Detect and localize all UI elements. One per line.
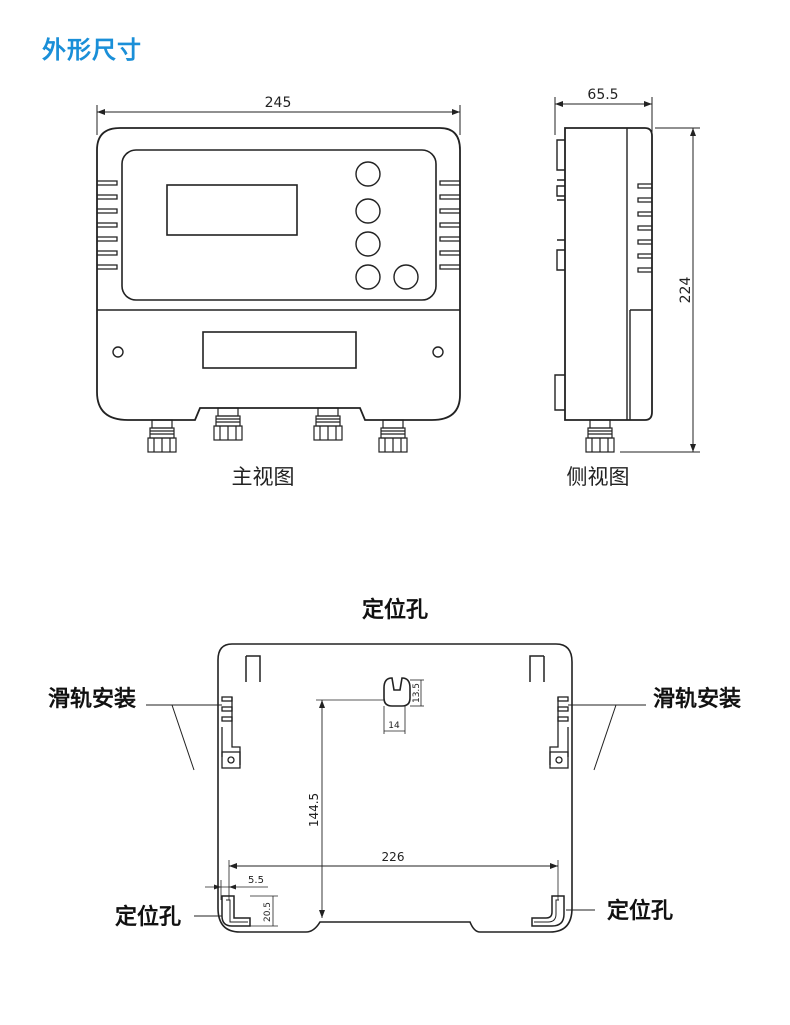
cable-glands bbox=[147, 407, 408, 453]
horizontal-dim: 226 bbox=[382, 850, 405, 864]
offset-dim: 5.5 bbox=[248, 875, 264, 886]
side-depth-dim: 65.5 bbox=[587, 87, 618, 103]
front-view: 245 bbox=[96, 95, 461, 489]
section-title: 外形尺寸 bbox=[42, 36, 142, 64]
left-rail-mount-label: 滑轨安装 bbox=[48, 686, 136, 712]
right-locating-hole-label: 定位孔 bbox=[607, 898, 673, 924]
hole-height-dim: 13.5 bbox=[412, 683, 422, 703]
vertical-dim: 144.5 bbox=[307, 793, 321, 827]
screw-hole-left-icon bbox=[112, 346, 124, 358]
slot-dim: 20.5 bbox=[263, 902, 273, 922]
left-locating-hole-label: 定位孔 bbox=[115, 904, 181, 930]
back-view: 13.5 14 144.5 226 5.5 20.5 bbox=[48, 597, 741, 933]
screw-hole-right-icon bbox=[432, 346, 444, 358]
side-view-caption: 侧视图 bbox=[567, 465, 630, 489]
side-height-dim: 224 bbox=[678, 277, 694, 304]
top-locating-hole-label: 定位孔 bbox=[362, 597, 428, 623]
button-3-icon bbox=[355, 231, 381, 257]
front-width-dim: 245 bbox=[265, 95, 292, 111]
hole-width-dim: 14 bbox=[388, 721, 400, 731]
button-2-icon bbox=[355, 198, 381, 224]
button-4-icon bbox=[355, 264, 381, 290]
right-rail-mount-label: 滑轨安装 bbox=[653, 686, 741, 712]
button-5-icon bbox=[393, 264, 419, 290]
button-1-icon bbox=[355, 161, 381, 187]
front-view-caption: 主视图 bbox=[232, 465, 295, 489]
side-view: 65.5 224 侧视图 bbox=[554, 87, 700, 489]
